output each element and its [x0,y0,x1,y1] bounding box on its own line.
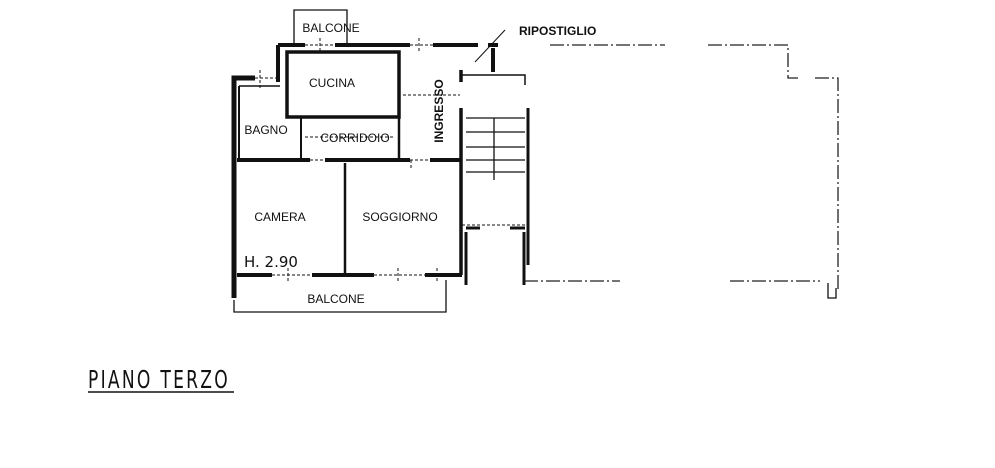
top-balcony-outline [293,9,348,45]
outer-left-wall [231,75,255,298]
walls [231,9,530,313]
label-corridoio: CORRIDOIO [320,131,389,145]
ripostiglio-leader-line [474,29,506,63]
neighbour-outline [524,44,839,290]
label-soggiorno: SOGGIORNO [362,210,437,224]
openings [255,38,528,283]
label-balcone-bottom: BALCONE [307,292,364,306]
label-height: H. 2.90 [244,253,298,271]
plan-title: PIANO TERZO [88,365,230,394]
bottom-balcony-outline [233,280,447,313]
cucina-walls [285,50,401,119]
label-ripostiglio: RIPOSTIGLIO [519,24,596,38]
label-cucina: CUCINA [309,76,355,90]
label-bagno: BAGNO [244,123,287,137]
label-ingresso: INGRESSO [432,79,446,142]
stairs [466,117,525,180]
label-camera: CAMERA [254,210,305,224]
label-balcone-top: BALCONE [302,21,359,35]
